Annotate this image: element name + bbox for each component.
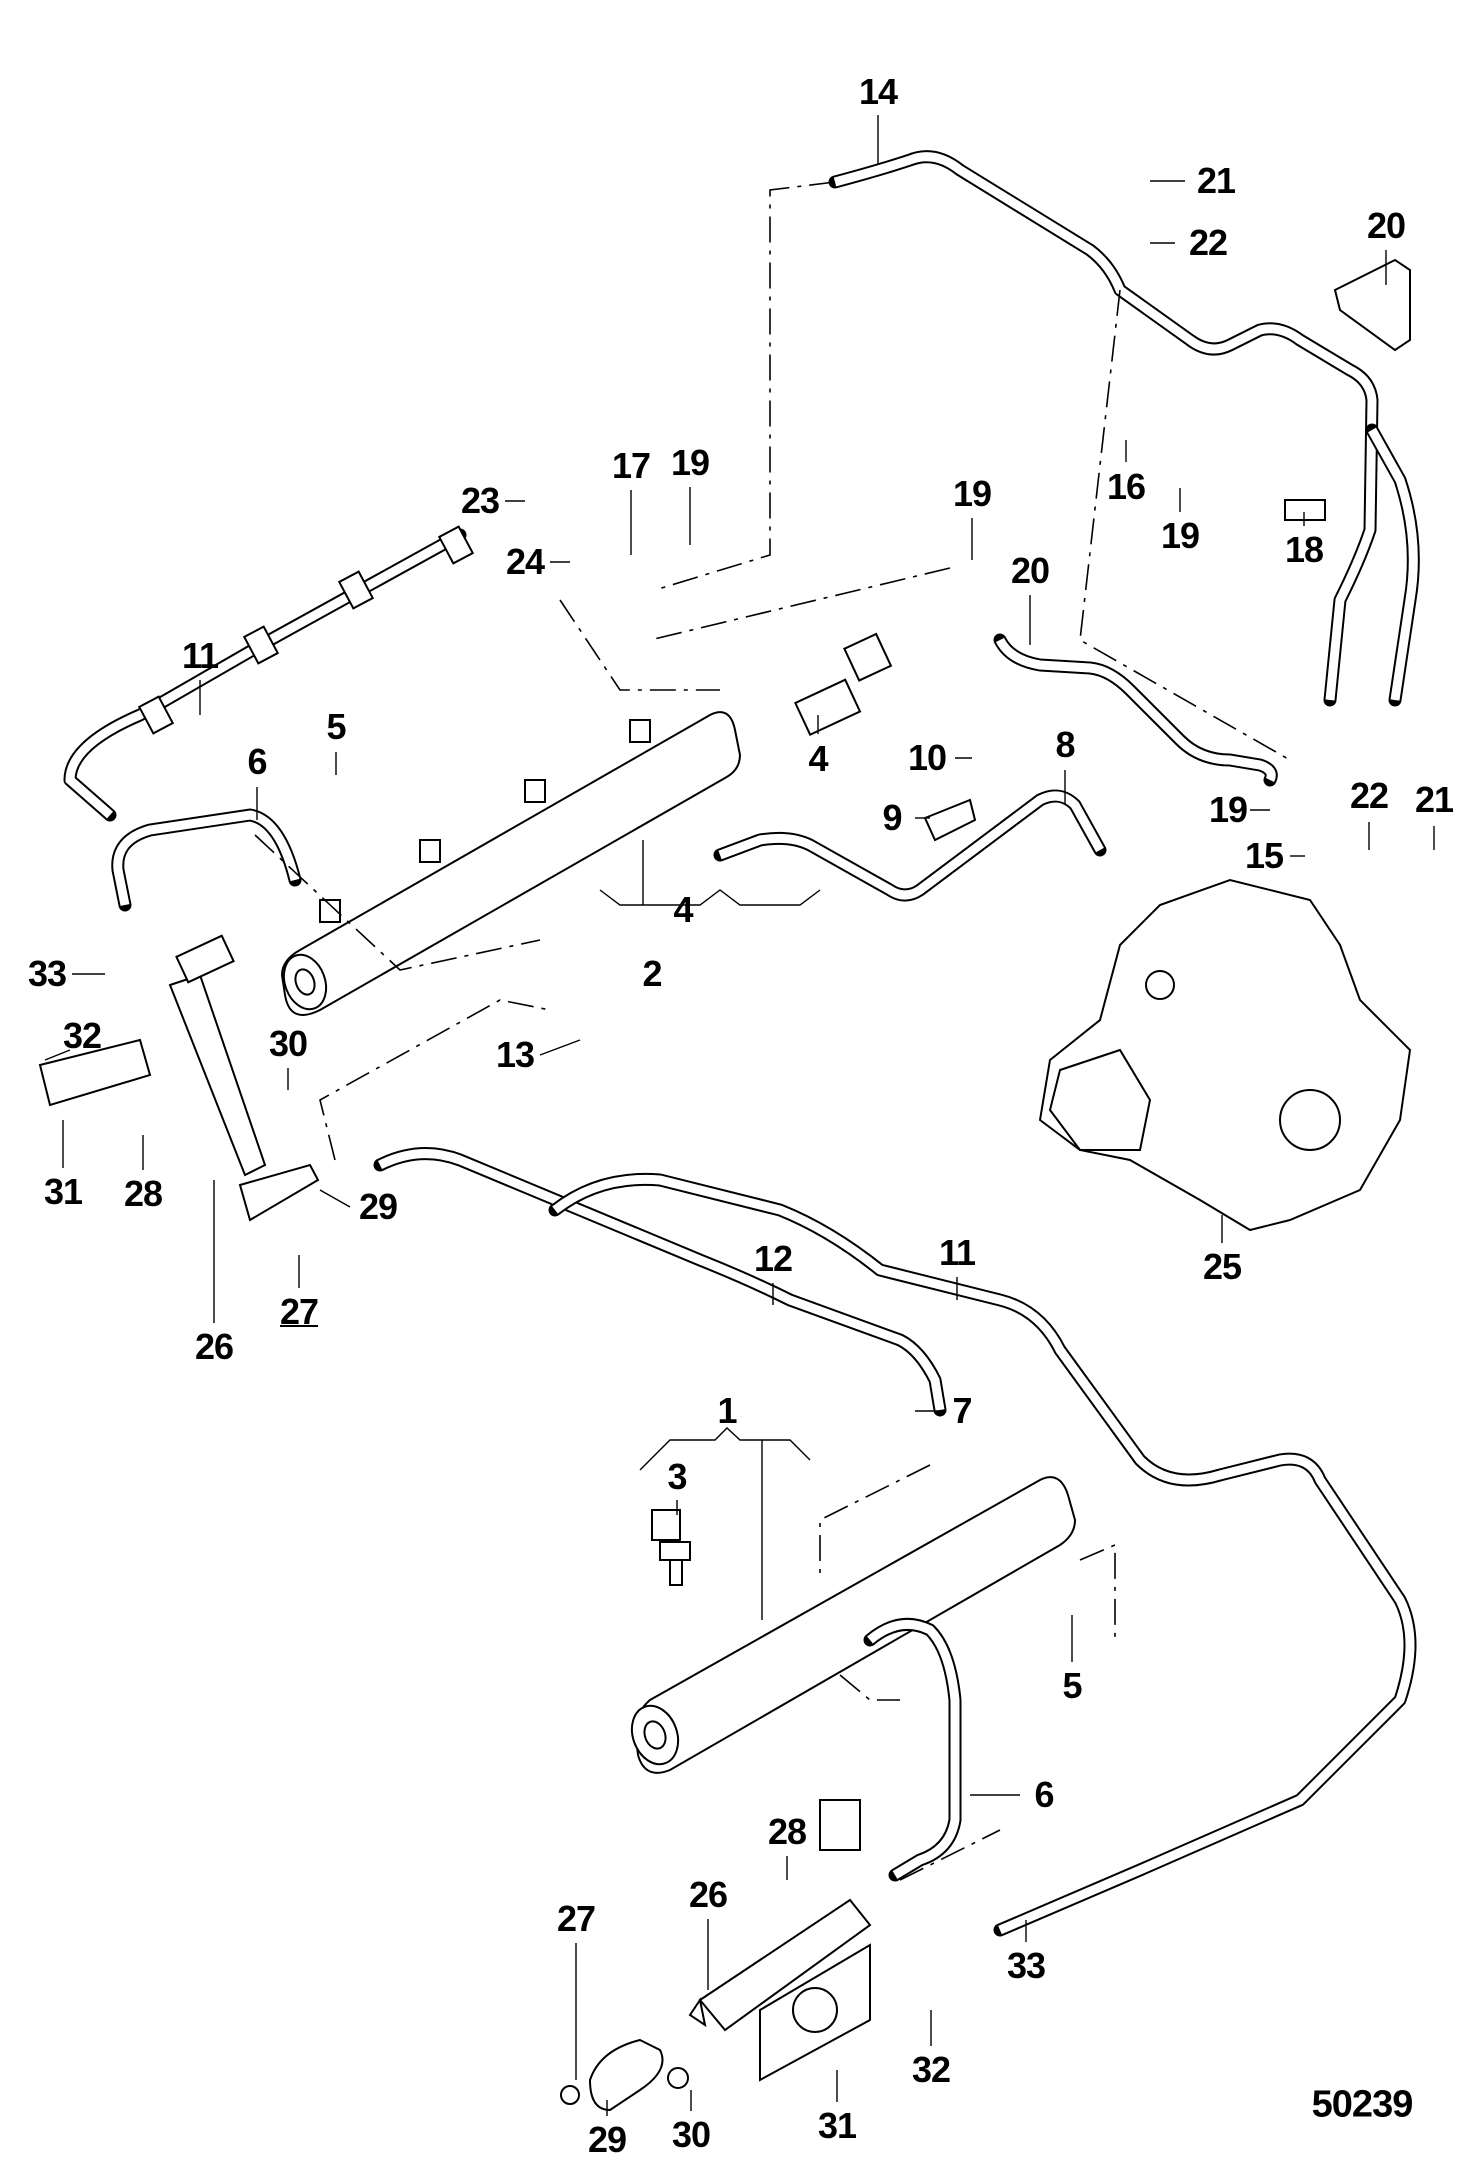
callout-11-leak-off-line: 11 xyxy=(181,635,219,676)
callout-5-bolt: 5 xyxy=(1062,1665,1082,1706)
callout-32-screw: 32 xyxy=(911,2049,951,2090)
figure-id: 50239 xyxy=(1311,2083,1414,2126)
pump-line-8 xyxy=(713,789,1107,902)
fuel-rail-1 xyxy=(630,1476,1077,1774)
callout-26-injector: 26 xyxy=(194,1326,234,1367)
clamp-29-lower xyxy=(588,2038,664,2112)
callout-29-clamp: 29 xyxy=(587,2119,627,2160)
pressure-sensor-3 xyxy=(651,1509,691,1586)
callout-25-pump: 25 xyxy=(1202,1246,1242,1287)
callout-16-fitting: 16 xyxy=(1106,466,1146,507)
clamp-29-upper xyxy=(238,1163,320,1222)
callout-27-nut: 27 xyxy=(556,1898,596,1939)
callout-2-fuel-rail: 2 xyxy=(642,953,662,994)
fuel-rail-2 xyxy=(280,711,742,1016)
callout-17-fitting: 17 xyxy=(611,445,651,486)
callout-5-bolt: 5 xyxy=(326,706,346,747)
callout-19-clamp: 19 xyxy=(1208,789,1248,830)
callout-30-nut: 30 xyxy=(268,1023,308,1064)
callout-10-screw: 10 xyxy=(907,737,947,778)
callout-7-rail-line: 7 xyxy=(952,1390,972,1431)
injector-line-6-lower xyxy=(863,1617,962,1882)
leader-lines xyxy=(44,115,1435,2116)
callout-22-washer: 22 xyxy=(1349,775,1389,816)
callout-24-seal: 24 xyxy=(505,541,545,582)
clamp-31-upper xyxy=(38,1038,152,1107)
callout-28-seal-ring: 28 xyxy=(123,1173,163,1214)
callout-6-injector-line: 6 xyxy=(247,741,267,782)
pressure-sensor-4 xyxy=(794,632,893,737)
injector-line-6-upper xyxy=(111,808,302,912)
callout-15-fitting: 15 xyxy=(1244,835,1284,876)
assembly-dash-lines xyxy=(254,181,1291,1881)
callout-6-injector-line: 6 xyxy=(1034,1774,1054,1815)
callout-31-clamp: 31 xyxy=(43,1171,83,1212)
high-pressure-pump-25 xyxy=(1038,878,1412,1232)
callout-4-pressure-sensor: 4 xyxy=(673,889,693,930)
callout-19-clamp: 19 xyxy=(1160,515,1200,556)
callout-20-hose: 20 xyxy=(1010,550,1050,591)
callout-31-clamp: 31 xyxy=(817,2105,857,2146)
callout-12-clip: 12 xyxy=(753,1238,793,1279)
callout-26-injector: 26 xyxy=(688,1874,728,1915)
callout-13-clip: 13 xyxy=(495,1034,535,1075)
callout-19-clamp: 19 xyxy=(952,473,992,514)
callout-20-connector: 20 xyxy=(1366,205,1406,246)
callout-33-seal: 33 xyxy=(1006,1945,1046,1986)
callout-8-pump-line: 8 xyxy=(1055,724,1075,765)
callout-29-clamp: 29 xyxy=(358,1186,398,1227)
rail-line-7 xyxy=(373,1147,947,1417)
injector-26-upper xyxy=(168,934,267,1177)
callout-32-screw: 32 xyxy=(62,1015,102,1056)
callout-3-pressure-sensor: 3 xyxy=(667,1456,687,1497)
callout-22-washer: 22 xyxy=(1188,222,1228,263)
callout-27-nut: 27 xyxy=(279,1291,319,1332)
callout-28-seal-ring: 28 xyxy=(767,1811,807,1852)
hose-20 xyxy=(993,633,1278,787)
leak-off-line-11-upper xyxy=(63,525,475,822)
callout-14-return-hose: 14 xyxy=(858,71,898,112)
connector-20 xyxy=(1333,258,1411,352)
bracket-9 xyxy=(923,798,977,842)
callout-33-seal: 33 xyxy=(27,953,67,994)
callout-18-sensor: 18 xyxy=(1284,529,1324,570)
callout-9-bracket: 9 xyxy=(882,797,902,838)
injector-26-lower xyxy=(688,1799,872,2032)
callout-4-pressure-sensor: 4 xyxy=(808,738,828,779)
callout-30-nut: 30 xyxy=(671,2114,711,2155)
callout-21-bolt: 21 xyxy=(1196,160,1236,201)
leak-off-line-11-lower xyxy=(548,1172,1417,1937)
return-hose-14 xyxy=(828,150,1420,707)
sensor-18 xyxy=(1284,499,1326,521)
callout-19-clamp: 19 xyxy=(670,442,710,483)
callout-1-fuel-rail: 1 xyxy=(717,1390,737,1431)
callout-23-banjo-bolt: 23 xyxy=(460,480,500,521)
callout-11-leak-off-line: 11 xyxy=(938,1232,976,1273)
callout-21-bolt: 21 xyxy=(1414,779,1454,820)
